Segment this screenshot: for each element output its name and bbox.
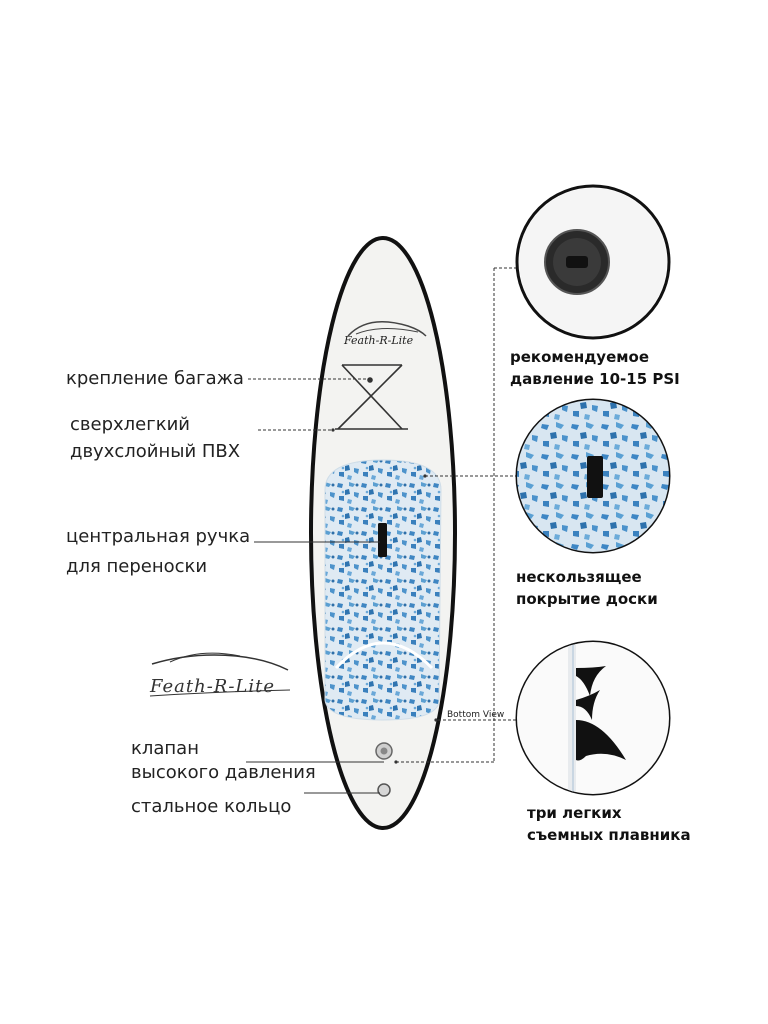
label-valve-1: клапан — [131, 738, 199, 759]
leader-lines-left — [246, 378, 384, 794]
valve-closeup — [515, 184, 671, 340]
bottom-view-label: Bottom View — [447, 710, 505, 720]
fins-closeup — [515, 640, 671, 796]
label-grip-1: нескользящее — [516, 568, 642, 586]
board-logo — [347, 321, 427, 337]
brand-logo-swoosh — [149, 652, 291, 697]
sup-board — [309, 236, 457, 830]
label-fins-1: три легких — [527, 804, 622, 822]
board-brand-text: Feath-R-Lite — [344, 334, 414, 347]
label-handle-1: центральная ручка — [66, 526, 251, 547]
bungee-cords — [335, 364, 408, 430]
label-grip-2: покрытие доски — [516, 590, 658, 608]
traction-pad — [324, 459, 442, 721]
label-pressure-1: рекомендуемое — [510, 348, 649, 366]
center-handle — [378, 523, 387, 557]
label-valve-2: высокого давления — [131, 762, 316, 783]
grip-closeup — [515, 398, 671, 554]
board-d-ring — [377, 783, 391, 797]
label-ring: стальное кольцо — [131, 796, 292, 817]
label-fins-2: съемных плавника — [527, 826, 691, 844]
label-pvc-2: двухслойный ПВХ — [70, 441, 241, 462]
leader-lines-right — [396, 267, 520, 763]
label-pressure-2: давление 10-15 PSI — [510, 370, 680, 388]
label-pvc-1: сверхлегкий — [70, 414, 190, 435]
label-handle-2: для переноски — [66, 556, 208, 577]
label-luggage: крепление багажа — [66, 368, 244, 389]
brand-logo-text: Feath-R-Lite — [150, 676, 276, 697]
